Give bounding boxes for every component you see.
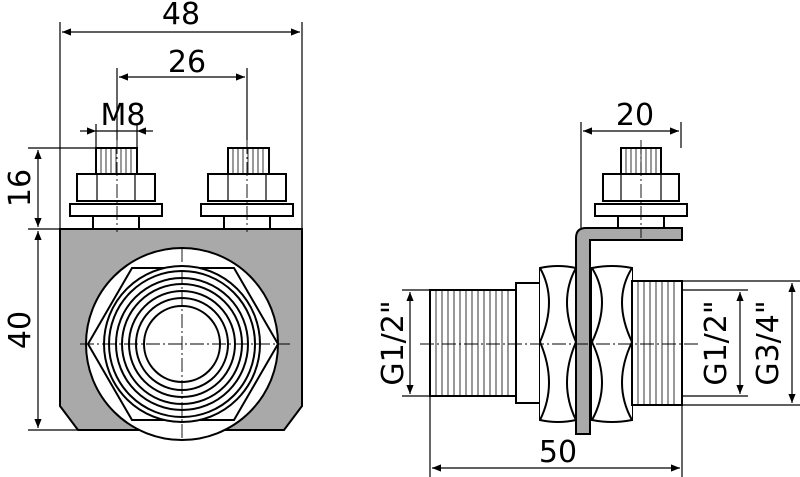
dim-26-label: 26 (168, 45, 206, 80)
dim-48-label: 48 (162, 0, 200, 32)
dim-g12-left-label: G1/2" (376, 300, 411, 385)
dim-20-label: 20 (616, 98, 654, 133)
dim-m8: M8 (80, 98, 153, 148)
dim-g12-left: G1/2" (376, 289, 430, 397)
dim-50: 50 (429, 396, 683, 477)
side-left-thread (429, 282, 541, 404)
front-view: 48 26 M8 16 40 (3, 0, 303, 441)
dim-g12-right-label: G1/2" (699, 300, 734, 385)
dim-48: 48 (59, 0, 303, 229)
dim-m8-label: M8 (101, 98, 146, 133)
dim-16-label: 16 (3, 169, 38, 207)
dim-g12-right: G1/2" (682, 289, 748, 397)
dim-g34-right: G3/4" (682, 280, 800, 406)
dim-16: 16 (3, 147, 96, 230)
dim-26: 26 (116, 45, 248, 140)
side-hex-nuts (539, 265, 633, 423)
front-left-bolt (69, 147, 163, 230)
dim-40-label: 40 (3, 311, 38, 349)
dim-g34-right-label: G3/4" (751, 300, 786, 385)
side-bracket (575, 227, 683, 435)
dim-50-label: 50 (539, 435, 577, 470)
side-right-thread (631, 280, 683, 406)
dim-40: 40 (3, 231, 78, 431)
front-fitting (85, 247, 280, 441)
dim-20: 20 (580, 98, 682, 228)
side-view: 20 50 G1/2" G1/2" G3/4" (376, 98, 800, 477)
